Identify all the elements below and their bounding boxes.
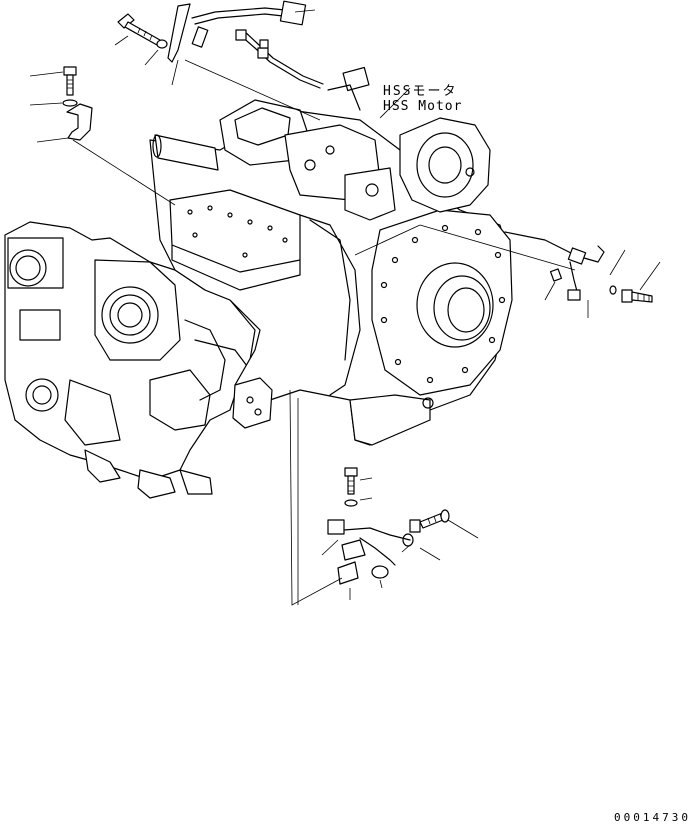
hss-motor-label-en: HSS Motor	[383, 99, 463, 114]
right-wire-harness	[504, 231, 617, 301]
hss-motor-label-ja: HSSモータ	[383, 84, 458, 99]
drawing-number: 00014730	[614, 811, 691, 824]
hss-motor	[399, 117, 491, 213]
transmission-case-left	[4, 221, 256, 499]
bolt-top	[117, 13, 168, 49]
lower-sensor-assembly	[327, 467, 450, 585]
clamp-assembly-left	[62, 66, 93, 141]
leader-lines	[29, 9, 661, 606]
top-wire-harness	[167, 0, 370, 111]
bolt-right	[621, 289, 653, 303]
